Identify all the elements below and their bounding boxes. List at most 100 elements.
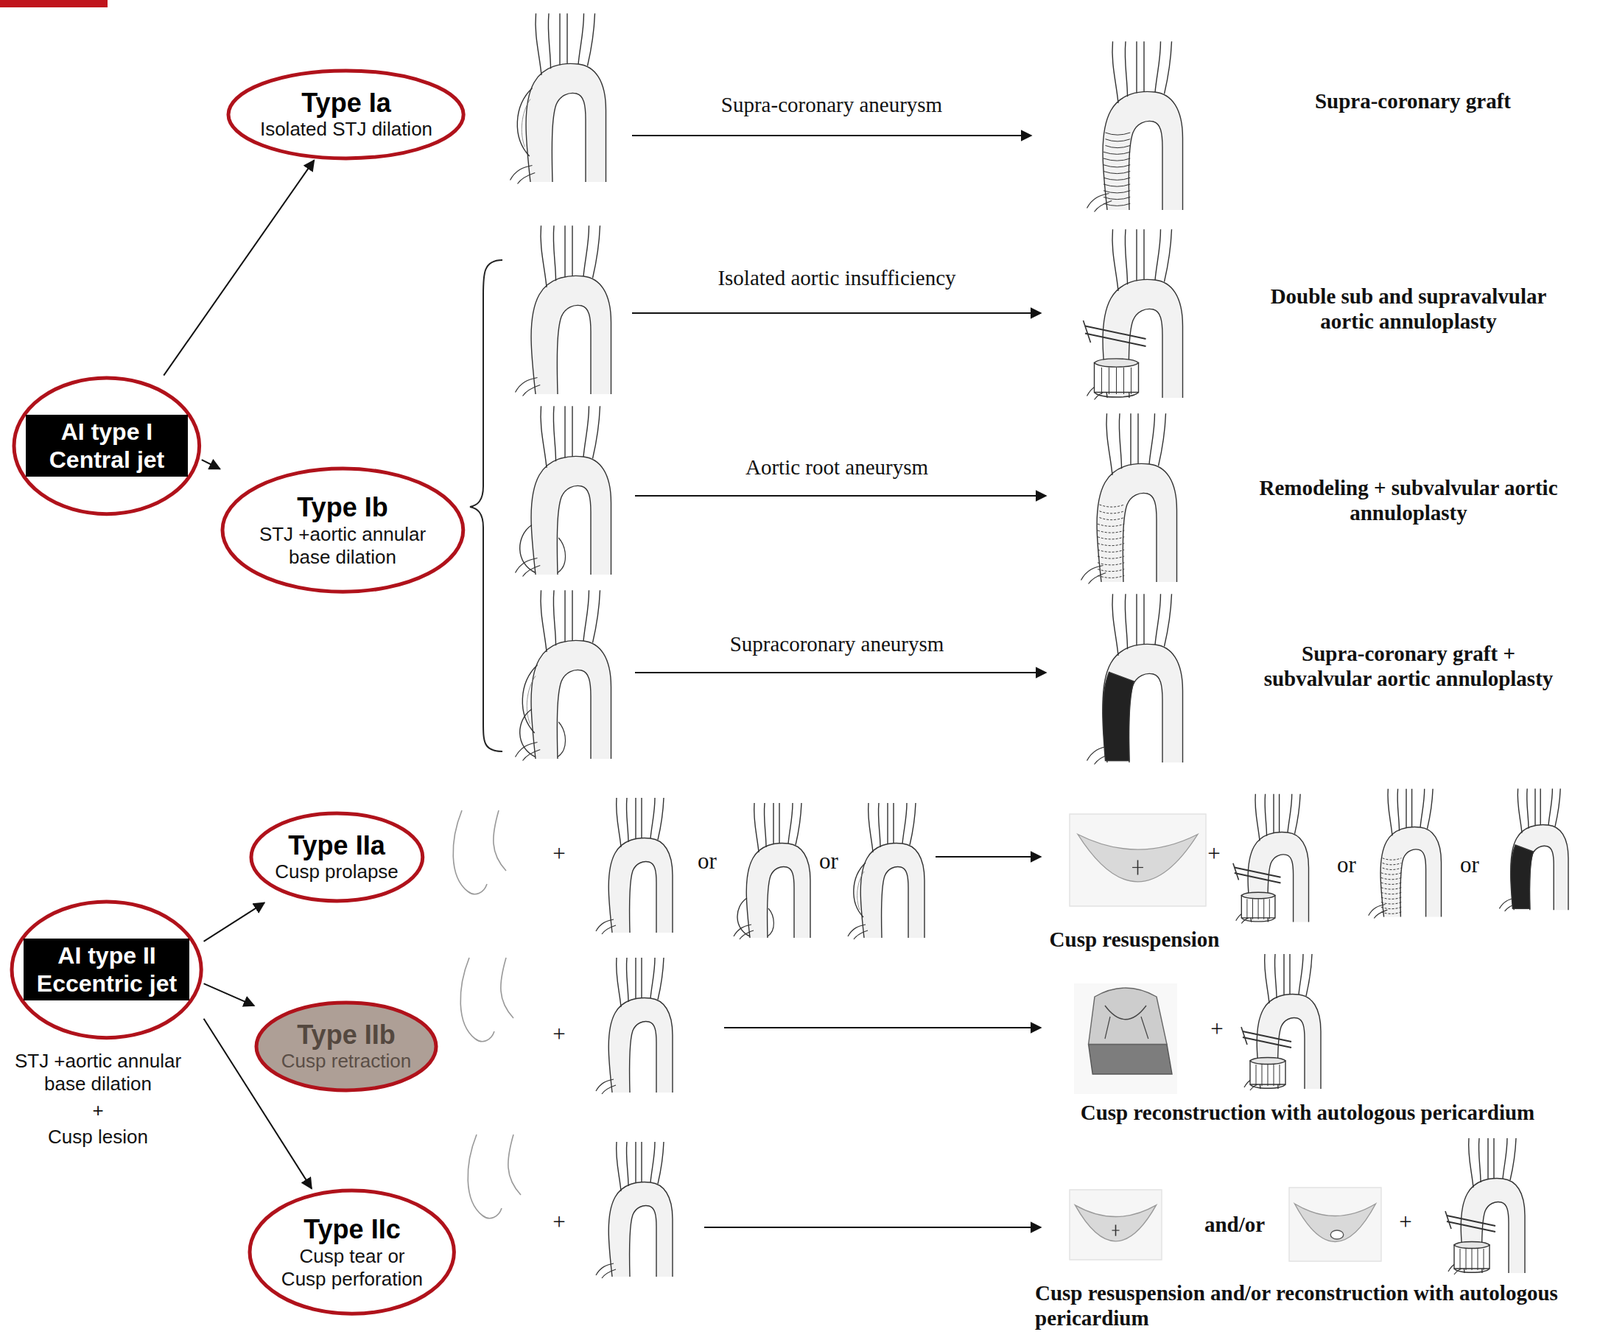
aorta-shading bbox=[525, 63, 606, 182]
aorta-wall bbox=[1143, 593, 1145, 645]
aorta-wall bbox=[540, 590, 547, 652]
aorta-wall bbox=[629, 1021, 657, 1094]
cusp-edge bbox=[1104, 1005, 1147, 1020]
graft-stripe bbox=[1382, 858, 1402, 860]
aorta-wall bbox=[548, 13, 551, 69]
aorta-wall bbox=[1094, 201, 1113, 213]
cusp-outline bbox=[453, 810, 507, 895]
annuloplasty-ring bbox=[1241, 917, 1276, 922]
graft-stripe bbox=[1381, 892, 1402, 894]
aorta-wall bbox=[571, 405, 573, 457]
aorta-wall bbox=[626, 957, 629, 1002]
graft-stripe bbox=[1097, 530, 1125, 533]
aorta-wall bbox=[650, 797, 655, 839]
cusp-illustration bbox=[1069, 1189, 1162, 1260]
annuloplasty-ring bbox=[1454, 1241, 1490, 1249]
type-title: Type IIc bbox=[303, 1213, 400, 1245]
aorta-wall bbox=[1289, 953, 1290, 995]
graft-stripe bbox=[1381, 882, 1402, 884]
aorta-wall bbox=[1468, 1138, 1474, 1188]
aorta-wall bbox=[1272, 794, 1274, 834]
aorta-wall bbox=[564, 405, 566, 458]
aorta-wall bbox=[1164, 229, 1173, 282]
aorta-wall bbox=[1130, 413, 1131, 465]
cusp-panel bbox=[1074, 983, 1178, 1094]
aorta-wall bbox=[1517, 788, 1522, 834]
corner-bar bbox=[0, 0, 108, 8]
aorta-wall bbox=[1106, 413, 1113, 476]
aorta-shading bbox=[1510, 825, 1569, 911]
ring-stripe bbox=[1123, 367, 1125, 395]
cusp-panel bbox=[1069, 1189, 1162, 1260]
lesion-note: STJ +aortic annular base dilation bbox=[5, 1049, 191, 1096]
aorta-wall bbox=[1380, 827, 1441, 918]
node-content: AI type II Eccentric jet bbox=[23, 938, 190, 1002]
aorta-wall bbox=[657, 1141, 664, 1184]
aorta-wall bbox=[566, 13, 568, 65]
aorta-wall bbox=[525, 63, 606, 182]
aorta-wall bbox=[1087, 193, 1110, 209]
aorta-wall bbox=[1137, 413, 1139, 465]
aorta-wall bbox=[1411, 788, 1413, 828]
aorta-wall bbox=[1555, 788, 1561, 827]
aorta-wall bbox=[853, 930, 868, 940]
graft-fill bbox=[1510, 844, 1533, 909]
aorta-wall bbox=[1255, 794, 1260, 842]
aorta-wall bbox=[564, 590, 566, 642]
graft-stripe bbox=[1381, 906, 1402, 909]
aorta-wall bbox=[746, 843, 811, 938]
treatment-label: Remodeling + subvalvular aortic annulopl… bbox=[1246, 475, 1571, 526]
ring-stripe bbox=[1477, 1248, 1479, 1270]
graft-stripe bbox=[1103, 151, 1131, 154]
node-content: Type IIbCusp retraction bbox=[281, 1019, 412, 1074]
aorta-wall bbox=[1487, 1138, 1489, 1180]
aorta-wall bbox=[601, 1085, 616, 1094]
highlight-ellipse bbox=[256, 1002, 437, 1091]
aorta-wall bbox=[767, 908, 774, 937]
lesion-type-ellipse: Type IIcCusp tear or Cusp perforation bbox=[247, 1188, 456, 1316]
ring-stripe bbox=[1279, 1064, 1281, 1086]
and-or-word: and/or bbox=[1194, 1211, 1276, 1237]
aorta-wall bbox=[595, 919, 614, 932]
aorta-wall bbox=[1539, 788, 1541, 826]
aorta-wall bbox=[1368, 904, 1386, 916]
aorta-wall bbox=[795, 802, 802, 845]
aorta-wall bbox=[559, 13, 560, 65]
annuloplasty-band bbox=[1242, 1031, 1292, 1042]
aorta-wall bbox=[593, 225, 601, 278]
aorta-illustration bbox=[1081, 413, 1178, 584]
highlight-ellipse bbox=[228, 70, 464, 159]
aorta-wall bbox=[650, 1141, 655, 1183]
aorta-wall bbox=[737, 897, 750, 937]
ring-stripe bbox=[1101, 367, 1103, 395]
aorta-wall bbox=[556, 304, 591, 395]
graft-stripe bbox=[1105, 132, 1131, 135]
aorta-wall bbox=[531, 640, 611, 759]
flow-arrow bbox=[634, 495, 1047, 497]
aorta-illustration bbox=[1241, 953, 1321, 1091]
aorta-wall bbox=[853, 862, 866, 918]
annuloplasty-ring bbox=[1454, 1268, 1490, 1273]
aorta-wall bbox=[1164, 41, 1173, 94]
aorta-shading bbox=[1096, 463, 1177, 582]
annuloplasty-band bbox=[1234, 872, 1282, 883]
graft-stripe bbox=[1099, 504, 1125, 507]
aorta-wall bbox=[1124, 229, 1128, 285]
annuloplasty-band bbox=[1446, 1215, 1496, 1226]
graft-stripe bbox=[1097, 537, 1125, 540]
aorta-wall bbox=[763, 802, 767, 848]
aorta-wall bbox=[601, 925, 616, 935]
ring-stripe bbox=[1252, 898, 1254, 920]
aorta-wall bbox=[531, 275, 611, 395]
aorta-wall bbox=[553, 590, 556, 646]
aorta-illustration bbox=[1087, 593, 1184, 764]
aorta-wall bbox=[517, 173, 536, 185]
treatment-label: Cusp resuspension and/or reconstruction … bbox=[1034, 1280, 1566, 1331]
aorta-wall bbox=[1397, 788, 1399, 831]
highlight-ellipse bbox=[251, 813, 423, 901]
or-word: or bbox=[688, 847, 726, 875]
annuloplasty-band bbox=[1085, 326, 1147, 340]
aorta-wall bbox=[557, 721, 566, 758]
aorta-wall bbox=[523, 385, 541, 397]
